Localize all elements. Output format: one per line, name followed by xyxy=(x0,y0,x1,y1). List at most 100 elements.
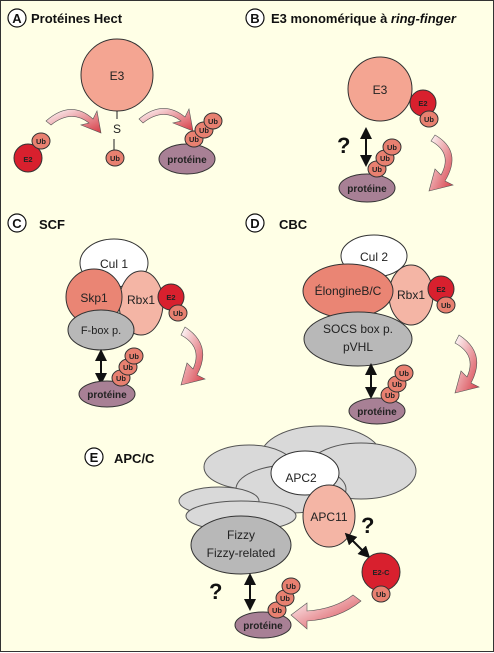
ub-on-e2-e xyxy=(371,585,391,603)
apc2-label: APC2 xyxy=(285,471,317,485)
protein-c-label: protéine xyxy=(87,390,127,401)
ub-on-hect-label: Ub xyxy=(110,154,120,163)
ub-on-e2-a xyxy=(31,132,51,150)
panel-e: E APC/C APC2 APC11 Fizzy Fizzy-related ?… xyxy=(84,425,417,639)
transfer-arrow-e xyxy=(290,594,362,630)
ub-on-e2-e-label: Ub xyxy=(376,590,386,599)
ub-chain-d-1-label: Ub xyxy=(385,391,395,400)
protein-d xyxy=(348,397,406,425)
ub-chain-b-3 xyxy=(382,138,402,156)
fizzy xyxy=(190,515,292,575)
ub-chain-d-2-label: Ub xyxy=(392,380,402,389)
panel-d: D CBC Cul 2 Rbx1 ÉlongineB/C SOCS box p.… xyxy=(245,213,480,425)
transfer-arrow-a-left xyxy=(45,109,102,134)
protein-b-label: protéine xyxy=(347,184,387,195)
ub-chain-e-1-label: Ub xyxy=(272,606,282,615)
ub-on-hect xyxy=(105,149,125,167)
ub-chain-a-1-label: Ub xyxy=(189,135,199,144)
f-box-protein-label: F-box p. xyxy=(81,325,121,337)
ub-chain-a-3-label: Ub xyxy=(208,117,218,126)
panel-c-letter: C xyxy=(12,216,22,231)
elongin-bc-label: ÉlongineB/C xyxy=(315,283,382,298)
fizzy-related-label: Fizzy-related xyxy=(207,546,276,560)
ub-chain-c-3-label: Ub xyxy=(129,352,139,361)
transfer-arrow-b xyxy=(428,134,454,192)
rbx1-c-label: Rbx1 xyxy=(127,293,155,307)
apc11-label: APC11 xyxy=(310,510,347,524)
ub-chain-d-3-label: Ub xyxy=(399,369,409,378)
pvhl-label: pVHL xyxy=(343,340,373,354)
transfer-arrow-d xyxy=(454,334,480,394)
e2-c-label: E2 xyxy=(166,293,175,302)
ub-chain-a-2-label: Ub xyxy=(199,126,209,135)
protein-d-label: protéine xyxy=(357,407,397,418)
ub-chain-e-3-label: Ub xyxy=(286,582,296,591)
panel-b-title: E3 monomérique à ring-finger xyxy=(271,11,457,26)
socs-box-protein xyxy=(303,311,413,367)
binding-arrow-e2c xyxy=(344,532,371,559)
ub-chain-c-1-label: Ub xyxy=(116,374,126,383)
ub-chain-a-3 xyxy=(203,112,223,130)
skp1-label: Skp1 xyxy=(80,291,108,305)
ub-chain-c-3 xyxy=(124,347,144,365)
panel-c-title: SCF xyxy=(39,217,65,232)
panel-b-letter: B xyxy=(250,11,259,26)
ub-chain-e-3 xyxy=(281,577,301,595)
e2-b-label: E2 xyxy=(418,99,427,108)
panel-b-badge xyxy=(245,8,265,28)
e2-a-label: E2 xyxy=(23,155,32,164)
ub-on-e2-d-label: Ub xyxy=(441,301,451,310)
protein-a-label: protéine xyxy=(167,155,207,166)
ub-on-e2-c-label: Ub xyxy=(173,309,183,318)
e2-a xyxy=(13,143,43,173)
panel-b-title-italic: ring-finger xyxy=(391,11,457,26)
thioester-s: S xyxy=(113,122,121,136)
cul1-label: Cul 1 xyxy=(100,257,128,271)
ub-chain-c-2-label: Ub xyxy=(123,363,133,372)
transfer-arrow-c xyxy=(180,326,206,386)
panel-e-title: APC/C xyxy=(114,451,155,466)
protein-e-label: protéine xyxy=(243,621,283,632)
ub-on-e2-d xyxy=(436,296,456,314)
e3-ring xyxy=(347,56,413,122)
ub-on-e2-c xyxy=(168,304,188,322)
protein-c xyxy=(78,380,136,408)
panel-a-badge xyxy=(7,8,27,28)
e2-d-label: E2 xyxy=(436,285,445,294)
ub-chain-b-3-label: Ub xyxy=(387,143,397,152)
panel-b-title-prefix: E3 monomérique à xyxy=(271,11,391,26)
cul2-label: Cul 2 xyxy=(360,250,388,264)
ub-on-e2-b xyxy=(419,110,439,128)
ub-chain-b-2-label: Ub xyxy=(380,154,390,163)
panel-c: C SCF Cul 1 Rbx1 Skp1 F-box p. E2 Ub pro… xyxy=(7,213,206,408)
question-mark-e-right: ? xyxy=(361,513,374,538)
rbx1-d-label: Rbx1 xyxy=(397,288,425,302)
transfer-arrow-a-right xyxy=(138,108,194,132)
protein-b xyxy=(338,173,396,203)
apc11 xyxy=(302,484,356,548)
panel-c-badge xyxy=(7,213,27,233)
panel-e-letter: E xyxy=(90,450,99,465)
e3-hect-label: E3 xyxy=(110,69,125,83)
apc2 xyxy=(270,450,340,496)
ub-chain-b-1-label: Ub xyxy=(372,165,382,174)
question-mark-b: ? xyxy=(337,133,350,158)
ub-on-e2-a-label: Ub xyxy=(36,137,46,146)
e3-ring-label: E3 xyxy=(373,83,388,97)
question-mark-e-left: ? xyxy=(209,579,222,604)
socs-box-label: SOCS box p. xyxy=(323,322,393,336)
panel-a-title: Protéines Hect xyxy=(31,11,123,26)
ub-chain-e-2-label: Ub xyxy=(280,594,290,603)
ub-chain-d-3 xyxy=(394,364,414,382)
panel-b: B E3 monomérique à ring-finger E3 E2 Ub … xyxy=(245,8,457,203)
panel-d-badge xyxy=(245,213,265,233)
panel-a: A Protéines Hect E3 S Ub E2 Ub protéine … xyxy=(7,8,223,175)
fizzy-label: Fizzy xyxy=(227,528,255,542)
panel-e-badge xyxy=(84,447,104,467)
panel-d-title: CBC xyxy=(279,217,308,232)
e2-c-apc-label: E2-C xyxy=(372,568,390,577)
panel-d-letter: D xyxy=(250,216,259,231)
panel-a-letter: A xyxy=(12,11,22,26)
